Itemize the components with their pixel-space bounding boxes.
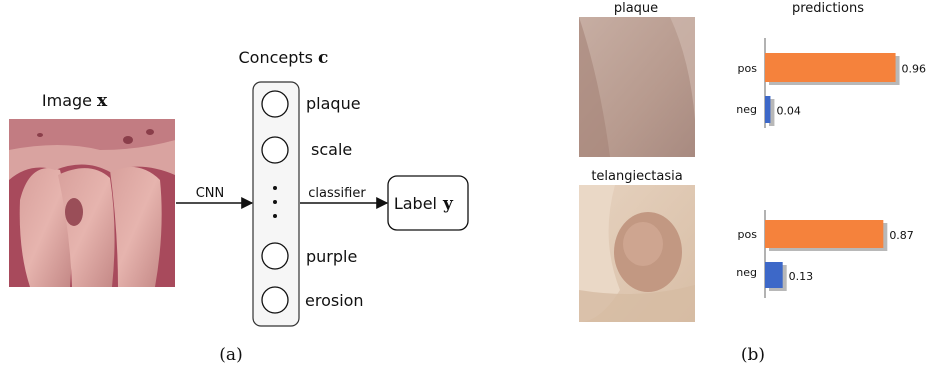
bar-neg-plaque xyxy=(765,96,770,123)
category-neg-2: neg xyxy=(736,266,757,279)
bar-pos-telangiectasia xyxy=(765,220,883,248)
telangiectasia-photo xyxy=(579,185,695,322)
concept-label-scale: scale xyxy=(311,140,352,159)
ellipsis-dot xyxy=(273,200,277,204)
category-pos-1: pos xyxy=(738,62,758,75)
caption-b: (b) xyxy=(741,345,765,365)
concept-node-scale xyxy=(262,137,288,163)
label-symbol: y xyxy=(442,194,454,214)
concept-label-purple: purple xyxy=(306,247,357,266)
plaque-photo xyxy=(579,17,695,157)
hand-photo xyxy=(9,119,175,287)
label-text: Label xyxy=(394,194,437,213)
predictions-title: predictions xyxy=(792,1,864,16)
panel-a: Image x CNN Concepts c plaque xyxy=(9,48,468,365)
caption-a: (a) xyxy=(219,345,242,365)
bar-pos-plaque xyxy=(765,53,896,82)
value-label-neg-telangiectasia: 0.13 xyxy=(789,270,814,283)
panel-b: plaque predictions telangiectasia pos ne… xyxy=(579,1,926,365)
category-neg-1: neg xyxy=(736,103,757,116)
concept-label-plaque: plaque xyxy=(306,94,361,113)
cnn-label: CNN xyxy=(196,186,225,201)
concepts-symbol: c xyxy=(318,48,328,68)
concept-label-erosion: erosion xyxy=(305,291,364,310)
bar-neg-telangiectasia xyxy=(765,262,783,288)
value-label-pos-plaque: 0.96 xyxy=(902,63,927,76)
image-symbol: x xyxy=(97,91,108,111)
example-title-telangiectasia: telangiectasia xyxy=(591,169,682,184)
ellipsis-dot xyxy=(273,186,277,190)
concept-node-plaque xyxy=(262,91,288,117)
chart-plaque: pos neg 0.96 0.04 xyxy=(736,38,926,128)
value-label-pos-telangiectasia: 0.87 xyxy=(889,229,914,242)
concept-node-purple xyxy=(262,243,288,269)
example-title-plaque: plaque xyxy=(614,1,658,16)
chart-telangiectasia: pos neg 0.87 0.13 xyxy=(736,210,914,298)
value-label-neg-plaque: 0.04 xyxy=(776,105,801,118)
concepts-title: Concepts xyxy=(238,48,313,67)
concept-node-erosion xyxy=(262,287,288,313)
image-label: Image xyxy=(42,91,92,110)
ellipsis-dot xyxy=(273,214,277,218)
category-pos-2: pos xyxy=(738,228,758,241)
classifier-label: classifier xyxy=(308,186,366,201)
